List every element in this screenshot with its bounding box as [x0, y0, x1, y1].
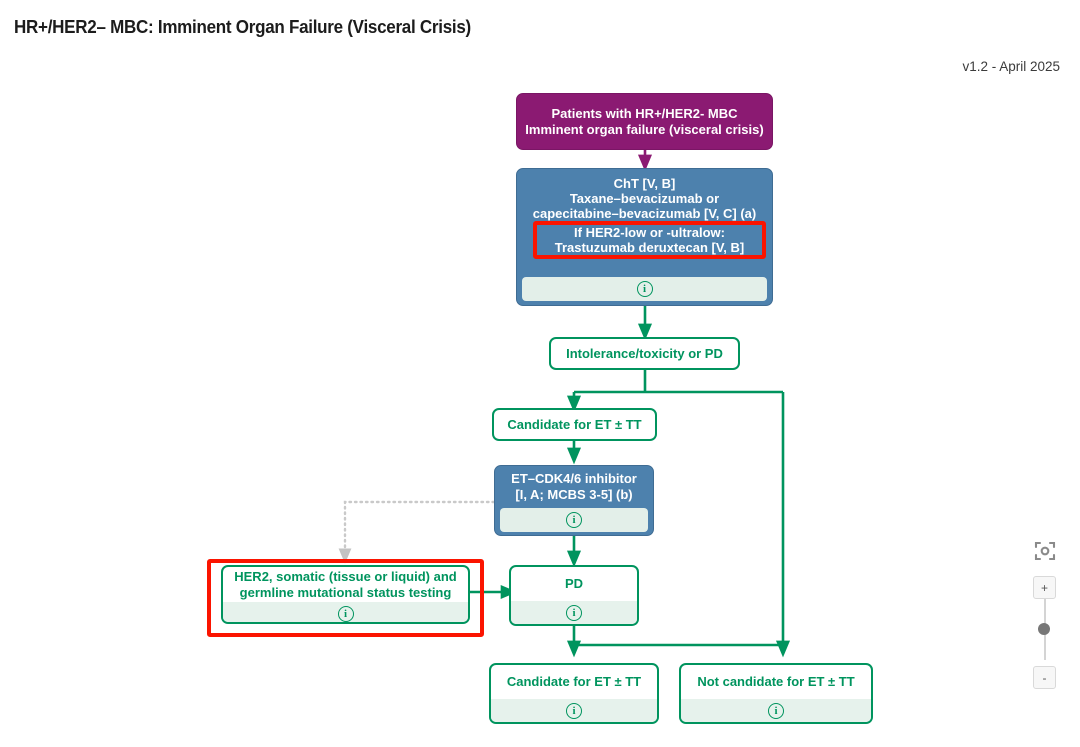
info-icon: i [337, 606, 354, 622]
node-pd-body: PD [511, 567, 637, 601]
node-pd-line-1: PD [564, 576, 584, 592]
info-icon: i [566, 512, 582, 528]
highlight-overlay-line-1: If HER2-low or -ultralow: [574, 224, 725, 240]
node-cht-info-bar[interactable]: i [522, 277, 767, 301]
node-not-candidate-et-tt-body: Not candidate for ET ± TT [681, 665, 871, 699]
node-candidate-et-tt-2-info-bar[interactable]: i [491, 699, 657, 722]
node-pd-info-bar[interactable]: i [511, 601, 637, 624]
node-candidate-et-tt-2-body: Candidate for ET ± TT [491, 665, 657, 699]
fit-to-screen-icon[interactable] [1034, 540, 1056, 562]
node-patients-body: Patients with HR+/HER2- MBC Imminent org… [517, 94, 772, 149]
node-patients-line-1: Patients with HR+/HER2- MBC [551, 106, 738, 122]
node-cht-line-2: Taxane–bevacizumab or [569, 191, 720, 207]
info-icon: i [636, 281, 653, 297]
node-her2-testing[interactable]: HER2, somatic (tissue or liquid) and ger… [221, 565, 470, 624]
node-patients-line-2: Imminent organ failure (visceral crisis) [525, 121, 764, 137]
node-her2-testing-line-2: germline mutational status testing [239, 584, 452, 600]
node-et-cdk46-line-2: [I, A; MCBS 3-5] (b) [515, 486, 633, 502]
node-candidate-et-tt-1-body: Candidate for ET ± TT [494, 410, 655, 439]
node-candidate-et-tt-2-line-1: Candidate for ET ± TT [506, 674, 642, 690]
node-candidate-et-tt-1[interactable]: Candidate for ET ± TT [492, 408, 657, 441]
highlight-her2-low-overlay[interactable]: If HER2-low or -ultralow: Trastuzumab de… [533, 221, 766, 259]
node-pd[interactable]: PD i [509, 565, 639, 626]
node-intolerance-line-1: Intolerance/toxicity or PD [566, 345, 723, 361]
node-cht-body: ChT [V, B] Taxane–bevacizumab or capecit… [517, 169, 772, 277]
info-icon: i [566, 605, 582, 621]
node-her2-testing-body: HER2, somatic (tissue or liquid) and ger… [223, 567, 468, 602]
node-her2-testing-line-1: HER2, somatic (tissue or liquid) and [234, 569, 457, 585]
info-icon: i [566, 703, 582, 719]
zoom-out-button[interactable]: - [1033, 666, 1056, 689]
page-title: HR+/HER2– MBC: Imminent Organ Failure (V… [14, 16, 471, 37]
node-intolerance-body: Intolerance/toxicity or PD [551, 339, 738, 368]
node-et-cdk46[interactable]: ET–CDK4/6 inhibitor [I, A; MCBS 3-5] (b)… [494, 465, 654, 536]
highlight-overlay-line-2: Trastuzumab deruxtecan [V, B] [554, 240, 745, 255]
info-icon: i [768, 703, 784, 719]
node-et-cdk46-line-1: ET–CDK4/6 inhibitor [511, 471, 637, 487]
node-et-cdk46-info-bar[interactable]: i [500, 508, 648, 532]
node-cht-line-1: ChT [V, B] [613, 176, 676, 191]
node-patients[interactable]: Patients with HR+/HER2- MBC Imminent org… [516, 93, 773, 150]
node-not-candidate-et-tt[interactable]: Not candidate for ET ± TT i [679, 663, 873, 724]
highlight-her2-testing-frame [207, 559, 484, 637]
node-intolerance[interactable]: Intolerance/toxicity or PD [549, 337, 740, 370]
node-candidate-et-tt-1-line-1: Candidate for ET ± TT [507, 416, 642, 432]
zoom-slider-handle[interactable] [1038, 623, 1050, 635]
node-not-candidate-et-tt-info-bar[interactable]: i [681, 699, 871, 722]
node-cht-line-3: capecitabine–bevacizumab [V, C] (a) [532, 206, 757, 222]
node-candidate-et-tt-2[interactable]: Candidate for ET ± TT i [489, 663, 659, 724]
node-et-cdk46-body: ET–CDK4/6 inhibitor [I, A; MCBS 3-5] (b) [495, 466, 653, 508]
node-not-candidate-et-tt-line-1: Not candidate for ET ± TT [697, 674, 855, 690]
zoom-in-button[interactable]: + [1033, 576, 1056, 599]
version-label: v1.2 - April 2025 [962, 59, 1060, 74]
node-her2-testing-info-bar[interactable]: i [223, 602, 468, 622]
